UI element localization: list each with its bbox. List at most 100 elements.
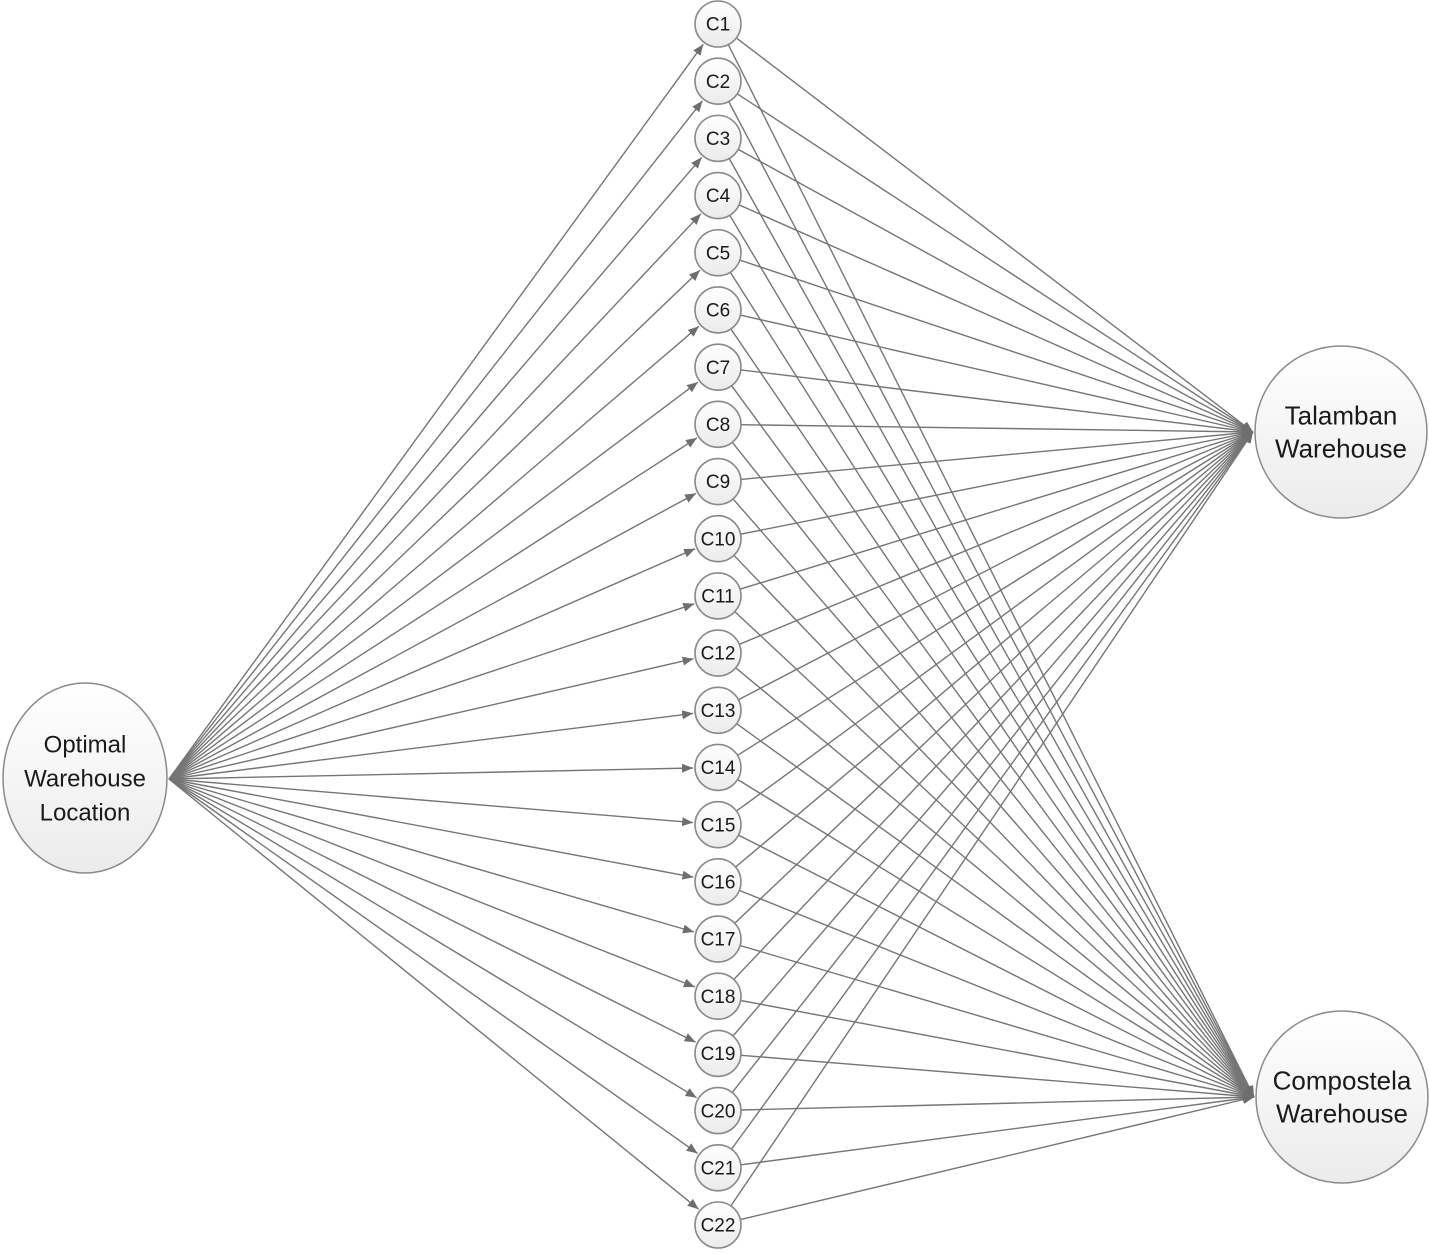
edge-C6-talamban [740, 314, 1254, 434]
customer-node-label-C22: C22 [701, 1216, 736, 1237]
edge-C19-compostela [740, 1054, 1255, 1101]
edge-optimal-C20 [168, 778, 697, 1099]
edge-optimal-C5 [168, 269, 701, 780]
edge-optimal-C16 [168, 778, 694, 880]
edge-C22-compostela [740, 1095, 1255, 1221]
edge-C16-compostela [739, 889, 1255, 1098]
customer-node-C2 [694, 57, 742, 105]
edge-optimal-C15 [168, 778, 694, 827]
customer-node-C12 [694, 629, 742, 677]
edge-C2-talamban [736, 93, 1254, 433]
edge-C14-talamban [737, 431, 1254, 756]
customer-node-label-C13: C13 [701, 701, 736, 722]
edge-C18-talamban [733, 431, 1254, 980]
customer-node-label-C21: C21 [701, 1159, 736, 1180]
edge-C3-talamban [737, 148, 1254, 433]
edge-C19-talamban [732, 431, 1254, 1037]
edge-C1-compostela [727, 44, 1255, 1098]
customer-node-C14 [694, 743, 742, 792]
customer-node-label-C8: C8 [706, 415, 730, 436]
edge-C3-compostela [728, 158, 1255, 1098]
edge-C17-talamban [734, 431, 1254, 924]
customer-node-label-C7: C7 [706, 358, 730, 379]
customer-node-label-C14: C14 [701, 758, 736, 779]
customer-node-C1 [694, 0, 742, 48]
customer-node-label-C18: C18 [701, 987, 736, 1008]
customer-node-C22 [694, 1201, 742, 1249]
edge-C7-talamban [740, 369, 1254, 436]
customer-node-label-C3: C3 [706, 129, 730, 150]
customer-node-C11 [694, 572, 742, 620]
customer-node-label-C15: C15 [701, 815, 736, 836]
edge-C14-compostela [737, 778, 1255, 1098]
edge-C6-compostela [730, 328, 1255, 1098]
edge-C17-compostela [739, 944, 1255, 1099]
edge-optimal-C9 [168, 492, 697, 780]
customer-node-C5 [694, 228, 742, 277]
customer-node-label-C9: C9 [706, 472, 730, 493]
customer-node-C13 [694, 686, 742, 735]
edge-C21-compostela [740, 1093, 1255, 1166]
customer-node-label-C5: C5 [706, 243, 730, 264]
customer-node-label-C11: C11 [701, 587, 734, 608]
edge-C1-talamban [735, 37, 1254, 433]
edge-C22-talamban [730, 431, 1254, 1207]
edge-C15-talamban [736, 431, 1254, 812]
edge-C4-compostela [729, 214, 1255, 1098]
edge-C7-compostela [731, 385, 1255, 1098]
edge-C9-compostela [732, 498, 1255, 1098]
customer-node-label-C2: C2 [706, 72, 730, 93]
customer-node-label-C17: C17 [701, 930, 736, 951]
customer-node-C19 [694, 1029, 742, 1078]
edge-optimal-C1 [168, 43, 704, 780]
edge-optimal-C2 [168, 100, 704, 780]
edge-C9-talamban [740, 428, 1254, 481]
edge-optimal-C18 [168, 778, 696, 988]
edge-C12-compostela [735, 667, 1255, 1098]
warehouse-node-compostela [1255, 1010, 1429, 1184]
edge-C16-talamban [735, 431, 1254, 868]
edge-optimal-C3 [168, 156, 703, 780]
customer-node-label-C10: C10 [701, 529, 736, 550]
customer-node-label-C6: C6 [706, 301, 730, 322]
edge-optimal-C6 [168, 325, 700, 780]
edge-C8-talamban [740, 424, 1254, 437]
edge-optimal-C7 [168, 381, 699, 780]
customer-node-C3 [694, 114, 742, 163]
edge-optimal-C11 [168, 603, 695, 780]
customer-node-C9 [694, 457, 742, 506]
edge-optimal-C4 [168, 213, 702, 780]
edge-C11-compostela [734, 611, 1255, 1098]
edge-optimal-C13 [168, 710, 694, 780]
source-node-optimal [2, 682, 168, 874]
customer-node-C8 [694, 400, 742, 449]
customer-node-label-C20: C20 [701, 1101, 736, 1122]
edge-C11-talamban [739, 430, 1254, 590]
edge-C5-compostela [729, 271, 1255, 1098]
edge-C8-compostela [731, 441, 1255, 1098]
edge-optimal-C21 [168, 778, 699, 1154]
edge-C18-compostela [740, 999, 1255, 1100]
edge-C13-talamban [738, 431, 1254, 701]
edge-C15-compostela [738, 834, 1255, 1098]
customer-node-label-C4: C4 [706, 186, 731, 207]
customer-node-C4 [694, 171, 742, 220]
customer-node-C20 [694, 1086, 742, 1135]
customer-node-C17 [694, 915, 742, 963]
edge-C10-compostela [733, 554, 1255, 1098]
edge-optimal-C12 [168, 656, 694, 780]
customer-node-label-C19: C19 [701, 1044, 736, 1065]
edge-C13-compostela [736, 723, 1255, 1098]
customer-node-label-C12: C12 [701, 644, 736, 665]
edge-C10-talamban [740, 429, 1254, 535]
edge-optimal-C17 [168, 778, 695, 934]
edge-C2-compostela [728, 101, 1255, 1098]
customer-node-label-C1: C1 [706, 15, 730, 36]
edge-C12-talamban [739, 431, 1254, 645]
edge-C4-talamban [738, 204, 1254, 433]
